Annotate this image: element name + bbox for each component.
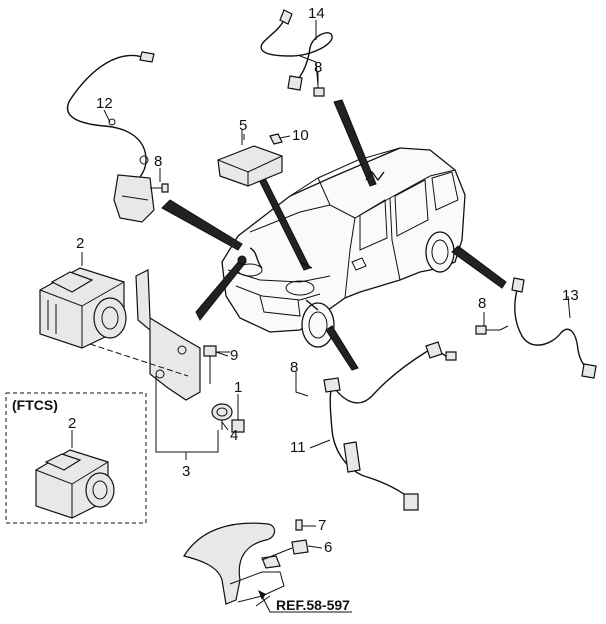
callout-7: 7 bbox=[318, 517, 326, 534]
callout-leaders bbox=[71, 20, 571, 549]
mount-bushing bbox=[211, 396, 245, 433]
ftcs-variant-box bbox=[5, 392, 147, 524]
rear-wheel-sensor-left bbox=[295, 341, 457, 511]
callout-6: 6 bbox=[324, 539, 332, 556]
callout-4: 4 bbox=[230, 427, 238, 444]
callout-8-top: 8 bbox=[314, 59, 322, 76]
vehicle-wiring bbox=[237, 170, 385, 311]
rear-sensor-harness-top bbox=[260, 9, 333, 97]
callout-14: 14 bbox=[308, 5, 325, 22]
callout-2-main: 2 bbox=[76, 235, 84, 252]
callout-8-right: 8 bbox=[478, 295, 486, 312]
callout-2-ftcs: 2 bbox=[68, 415, 76, 432]
hydraulic-unit bbox=[39, 267, 127, 349]
ftcs-label: (FTCS) bbox=[12, 397, 58, 413]
callout-12: 12 bbox=[96, 95, 113, 112]
callout-13: 13 bbox=[562, 287, 579, 304]
callout-9: 9 bbox=[230, 347, 238, 364]
sensor-module bbox=[217, 130, 283, 187]
vehicle-illustration bbox=[221, 147, 466, 348]
callout-1: 1 bbox=[234, 379, 242, 396]
parking-brake-lever bbox=[183, 519, 309, 607]
front-sensor-harness bbox=[67, 51, 169, 223]
group-line-3 bbox=[155, 376, 219, 453]
callout-3: 3 bbox=[182, 463, 190, 480]
bolt-9 bbox=[203, 345, 230, 384]
callout-8-left: 8 bbox=[154, 153, 162, 170]
callout-8-center: 8 bbox=[290, 359, 298, 376]
callout-5: 5 bbox=[239, 117, 247, 134]
callout-11: 11 bbox=[290, 439, 306, 456]
rear-wheel-sensor-right bbox=[475, 277, 597, 379]
reference-label-group: REF.58-597 bbox=[258, 590, 352, 613]
reference-label: REF.58-597 bbox=[276, 597, 350, 613]
bracket bbox=[89, 269, 201, 401]
callout-10: 10 bbox=[292, 127, 309, 144]
